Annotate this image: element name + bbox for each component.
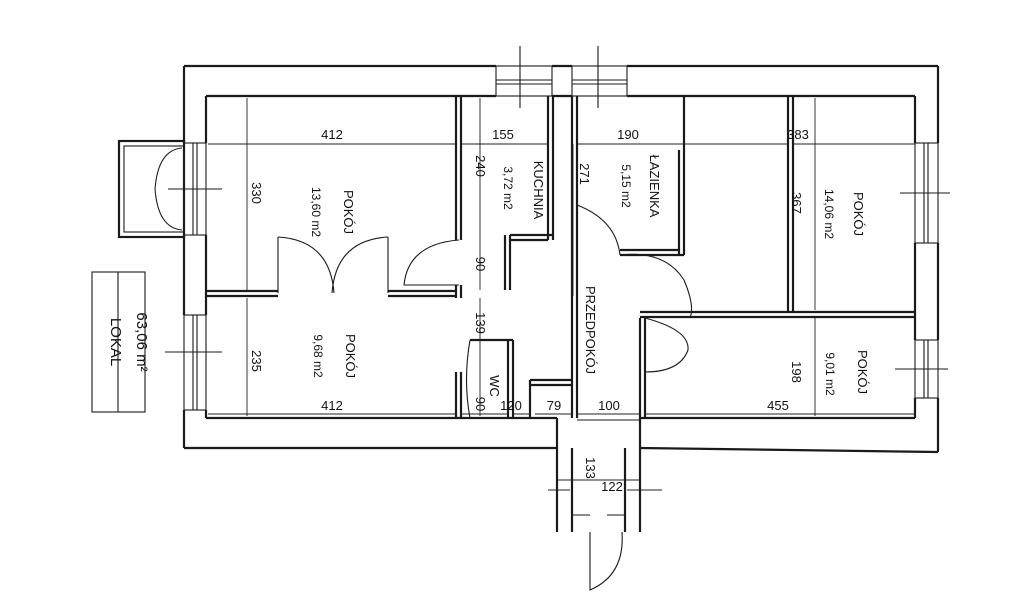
dimension-lines (208, 98, 915, 491)
balcony (117, 139, 186, 239)
dim-190: 190 (617, 127, 639, 142)
dim-412-top: 412 (321, 127, 343, 142)
outer-walls (182, 64, 940, 454)
lokal-box: LOKAL 63,06 m² (91, 271, 150, 413)
room-name-przedpokoj: PRZEDPOKÓJ (583, 286, 598, 374)
dim-90-mid: 90 (473, 257, 488, 271)
dim-367: 367 (789, 192, 804, 214)
dim-133: 133 (583, 457, 598, 479)
dim-235: 235 (249, 350, 264, 372)
lokal-area: 63,06 m² (133, 312, 150, 371)
room-area-lazienka: 5,15 m2 (619, 164, 633, 208)
room-area-pokoj-top-right: 14,06 m2 (822, 189, 836, 239)
dim-79: 79 (547, 398, 561, 413)
room-name-kuchnia: KUCHNIA (531, 161, 546, 220)
room-area-pokoj-top-left: 13,60 m2 (309, 187, 323, 237)
dim-271: 271 (577, 163, 592, 185)
door-swings (277, 204, 693, 591)
room-name-pokoj-bottom-right: POKÓJ (855, 350, 870, 394)
room-area-pokoj-bottom-left: 9,68 m2 (311, 334, 325, 378)
windows (165, 46, 950, 411)
dim-122: 122 (601, 479, 623, 494)
dim-100: 100 (598, 398, 620, 413)
dim-139: 139 (473, 312, 488, 334)
dim-412-bottom: 412 (321, 398, 343, 413)
room-area-kuchnia: 3,72 m2 (501, 166, 515, 210)
dim-330: 330 (249, 182, 264, 204)
dim-240: 240 (473, 155, 488, 177)
room-name-pokoj-top-left: POKÓJ (341, 190, 356, 234)
room-name-wc: WC (487, 375, 502, 397)
entrance-walls (555, 418, 642, 532)
dim-455: 455 (767, 398, 789, 413)
dim-198: 198 (789, 361, 804, 383)
room-name-pokoj-bottom-left: POKÓJ (343, 334, 358, 378)
room-area-pokoj-bottom-right: 9,01 m2 (823, 352, 837, 396)
interior-walls (206, 96, 915, 418)
dim-120: 120 (500, 398, 522, 413)
dim-383: 383 (787, 127, 809, 142)
dim-155: 155 (492, 127, 514, 142)
lokal-label: LOKAL (107, 318, 124, 366)
room-name-lazienka: ŁAZIENKA (647, 155, 662, 218)
room-name-pokoj-top-right: POKÓJ (851, 192, 866, 236)
dim-90-wc: 90 (473, 397, 488, 411)
